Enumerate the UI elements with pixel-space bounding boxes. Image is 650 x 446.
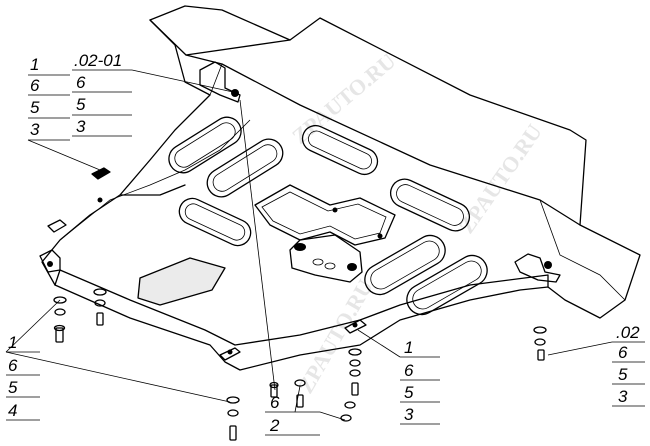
hw-bottom	[226, 396, 240, 441]
watermark-3: ZPAUTO.RU	[293, 275, 378, 398]
label-stack-bottom-right: 1 6 5 3	[404, 338, 414, 424]
label-bl-2: 6	[8, 356, 18, 375]
plate-front-fold	[54, 269, 549, 346]
plate-recess	[137, 257, 226, 306]
tab-left-1	[47, 219, 67, 233]
plate-inner-fold	[59, 119, 251, 241]
cover-plate	[289, 234, 363, 283]
label-tl-3: 5	[30, 98, 40, 117]
label-stack-right: .02 6 5 3	[616, 323, 640, 406]
label-tm-2: 5	[76, 95, 86, 114]
plate-outline	[41, 5, 641, 371]
bracket-right	[514, 253, 561, 283]
label-stack-top-left: 1 6 5 3	[30, 55, 40, 139]
plate-mid-edge	[119, 184, 186, 196]
hardware	[53, 288, 547, 441]
label-tm-1: 6	[76, 73, 86, 92]
slot-zigzag-inner	[261, 191, 387, 240]
label-tl-1: 1	[30, 55, 39, 74]
label-bm-1: 6	[270, 393, 280, 412]
slot-6	[364, 234, 446, 296]
label-br-1: 1	[404, 338, 413, 357]
plate-rear-edge	[185, 39, 291, 56]
slot-7	[406, 254, 488, 316]
slot-2	[206, 138, 284, 198]
label-r-1: 6	[618, 343, 628, 362]
label-stack-bottom-mid: 6 2	[269, 393, 280, 435]
label-r-code: .02	[616, 323, 640, 342]
slot-3	[301, 124, 379, 176]
slot-1	[168, 116, 242, 174]
plate-side-fold	[539, 199, 626, 301]
slot-zigzag	[254, 184, 396, 246]
vent-slots	[168, 116, 488, 316]
tab-top-left	[91, 167, 111, 180]
label-stack-top-mid: .02-01 6 5 3	[74, 51, 122, 136]
leader-lines	[5, 69, 645, 436]
bracket-top	[199, 61, 241, 103]
label-tl-2: 6	[30, 76, 40, 95]
label-tl-4: 3	[30, 120, 40, 139]
label-tm-code: .02-01	[74, 51, 122, 70]
hw-front-3	[340, 348, 362, 422]
label-bl-4: 4	[8, 401, 17, 420]
hw-right	[533, 326, 547, 361]
label-bl-1: 1	[8, 333, 17, 352]
label-stack-bottom-left: 1 6 5 4	[8, 333, 18, 420]
watermarks: ZPAUTO.RU ZPAUTO.RU ZPAUTO.RU	[287, 48, 547, 397]
label-br-3: 5	[404, 383, 414, 402]
brackets	[39, 61, 561, 361]
label-r-2: 5	[618, 365, 628, 384]
hw-left-2	[93, 288, 107, 326]
guard-plate	[41, 5, 641, 371]
hw-left-1	[53, 296, 67, 343]
cover-hole-1	[294, 243, 306, 251]
label-bm-2: 2	[269, 416, 280, 435]
slot-4	[389, 178, 471, 232]
plate-fold-1	[209, 63, 223, 96]
label-br-2: 6	[404, 361, 414, 380]
label-tm-3: 3	[76, 117, 86, 136]
label-r-3: 3	[618, 387, 628, 406]
cover-hole-2	[347, 263, 357, 271]
watermark-2: ZPAUTO.RU	[454, 119, 547, 237]
label-bl-3: 5	[8, 378, 18, 397]
tab-left-2	[39, 249, 61, 273]
label-br-4: 3	[404, 405, 414, 424]
slot-5	[178, 197, 252, 247]
